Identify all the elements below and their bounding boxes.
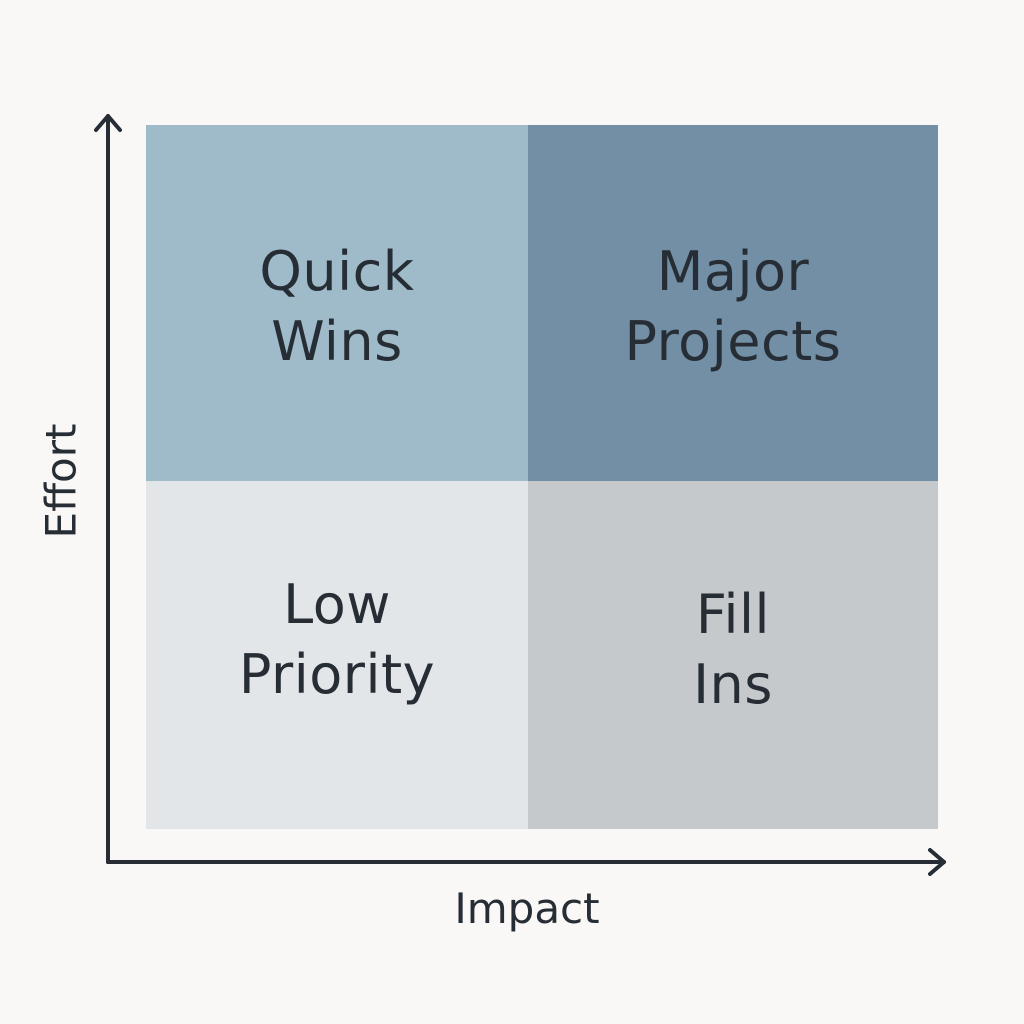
quadrant-low-priority: Low Priority xyxy=(146,481,528,829)
quadrant-grid: Quick Wins Major Projects Low Priority F… xyxy=(146,125,938,829)
y-axis-arrow-icon xyxy=(94,114,122,132)
y-axis-label: Effort xyxy=(36,423,86,539)
x-axis-label: Impact xyxy=(454,884,600,933)
quadrant-label-fill-ins: Fill Ins xyxy=(693,583,773,716)
x-axis-arrow-icon xyxy=(928,848,946,876)
quadrant-label-low-priority: Low Priority xyxy=(238,573,436,706)
quadrant-label-quick-wins: Quick Wins xyxy=(259,240,415,373)
quadrant-fill-ins: Fill Ins xyxy=(528,481,938,829)
quadrant-label-major-projects: Major Projects xyxy=(624,240,842,373)
quadrant-quick-wins: Quick Wins xyxy=(146,125,528,481)
quadrant-major-projects: Major Projects xyxy=(528,125,938,481)
